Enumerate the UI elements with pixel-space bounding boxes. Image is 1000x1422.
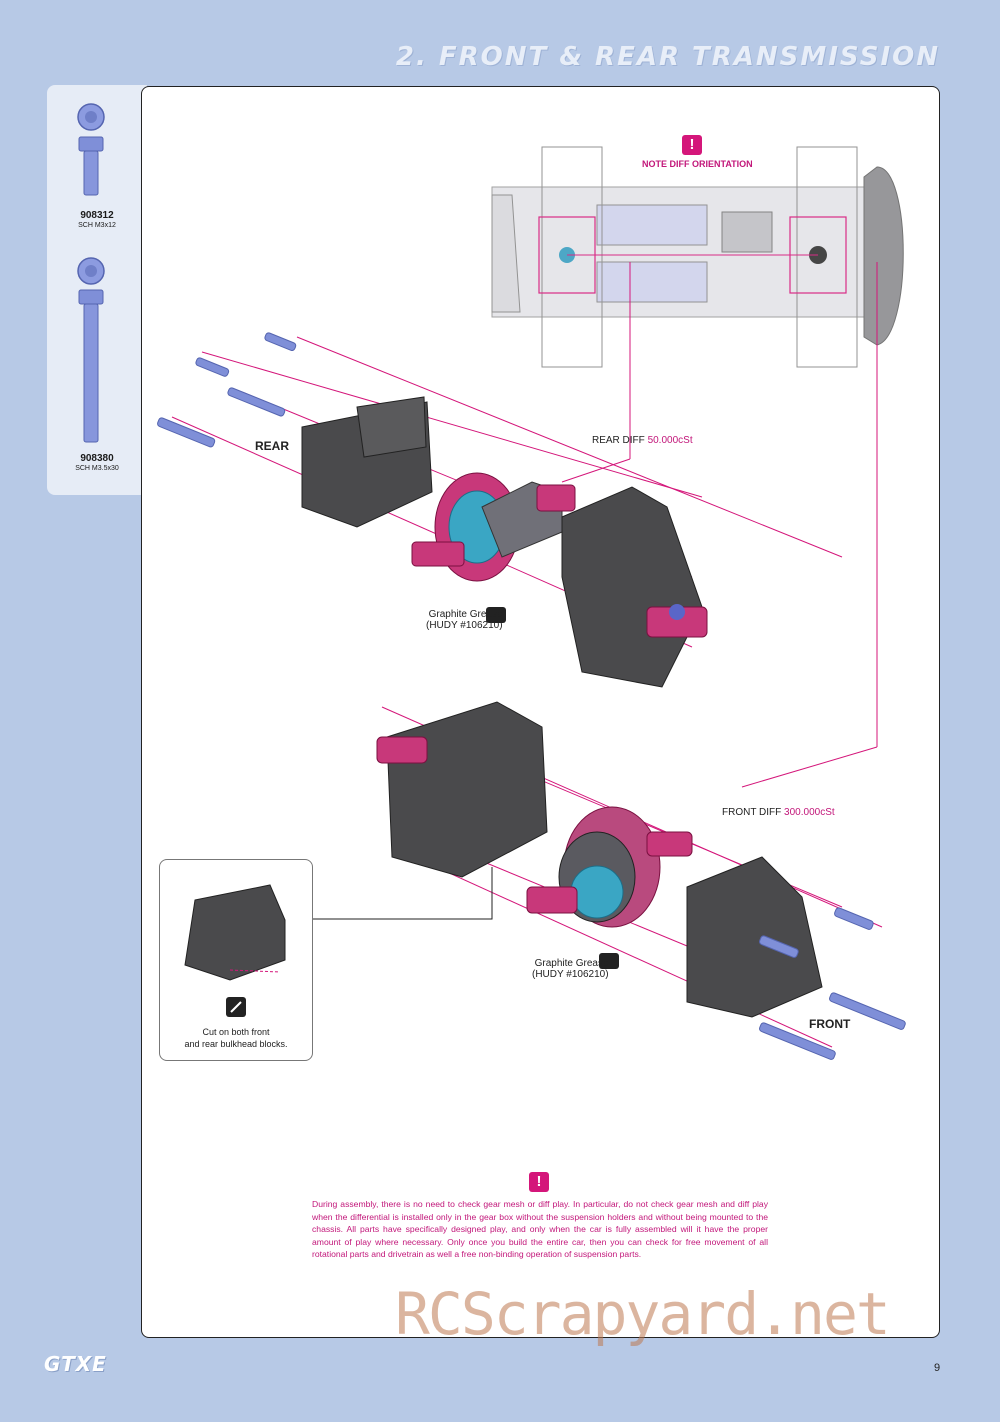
grease-line-2: (HUDY #106210)	[532, 969, 609, 980]
bulkhead-cut-image	[184, 884, 286, 1017]
part-code: 908312	[80, 210, 114, 221]
page-title: 2. FRONT & REAR TRANSMISSION	[395, 42, 940, 72]
grease-line-1: Graphite Grease	[534, 958, 609, 969]
cut-detail-inset: Cut on both front and rear bulkhead bloc…	[159, 859, 313, 1061]
rear-diff-name: REAR DIFF	[592, 435, 645, 446]
grease-line-1: Graphite Grease	[428, 609, 503, 620]
front-bulkhead-left	[376, 701, 548, 878]
parts-panel: 908312 SCH M3x12 908380 SCH M3.5x30	[47, 85, 147, 495]
grease-line-2: (HUDY #106210)	[426, 620, 503, 631]
part-desc: SCH M3.5x30	[75, 465, 119, 472]
note-diff-orientation: NOTE DIFF ORIENTATION	[642, 159, 753, 169]
part-desc: SCH M3x12	[78, 222, 116, 229]
front-bulkhead-right	[686, 856, 823, 1018]
rear-tag: REAR	[255, 439, 290, 453]
part-code: 908380	[80, 453, 114, 464]
front-differential	[526, 806, 693, 928]
rear-screws	[157, 332, 297, 448]
inset-line-1: Cut on both front	[202, 1027, 270, 1037]
part-908312: 908312 SCH M3x12	[47, 210, 147, 230]
rear-bulkhead-right	[561, 486, 708, 688]
screw-m3x12-icon	[77, 103, 105, 443]
warning-icon: !	[529, 1172, 549, 1192]
grease-icon	[486, 607, 619, 969]
front-diff-label: FRONT DIFF 300.000cSt	[722, 807, 835, 818]
grease-label-front: Graphite Grease (HUDY #106210)	[532, 958, 609, 980]
assembly-diagram	[157, 146, 906, 1060]
front-screws	[759, 907, 906, 1060]
rear-bulkhead-left	[301, 396, 433, 528]
rear-differential	[411, 472, 576, 582]
page-number: 9	[934, 1362, 941, 1374]
instruction-panel: ! NOTE DIFF ORIENTATION REAR FRONT REAR …	[141, 86, 940, 1338]
grease-label-rear: Graphite Grease (HUDY #106210)	[426, 609, 503, 631]
assembly-warning-text: During assembly, there is no need to che…	[312, 1199, 768, 1259]
rear-diff-label: REAR DIFF 50.000cSt	[592, 435, 693, 446]
part-908380: 908380 SCH M3.5x30	[47, 453, 147, 473]
warning-icon: !	[682, 135, 702, 155]
front-tag: FRONT	[809, 1017, 851, 1031]
rear-diff-value: 50.000cSt	[647, 435, 693, 446]
front-diff-value: 300.000cSt	[784, 807, 835, 818]
inset-line-2: and rear bulkhead blocks.	[184, 1039, 288, 1049]
front-diff-name: FRONT DIFF	[722, 807, 782, 818]
chassis-overview-image	[491, 146, 904, 368]
watermark: RCScrapyard.net	[395, 1280, 891, 1348]
gtxe-logo: GTXE	[44, 1352, 107, 1376]
inset-caption: Cut on both front and rear bulkhead bloc…	[160, 1026, 312, 1050]
